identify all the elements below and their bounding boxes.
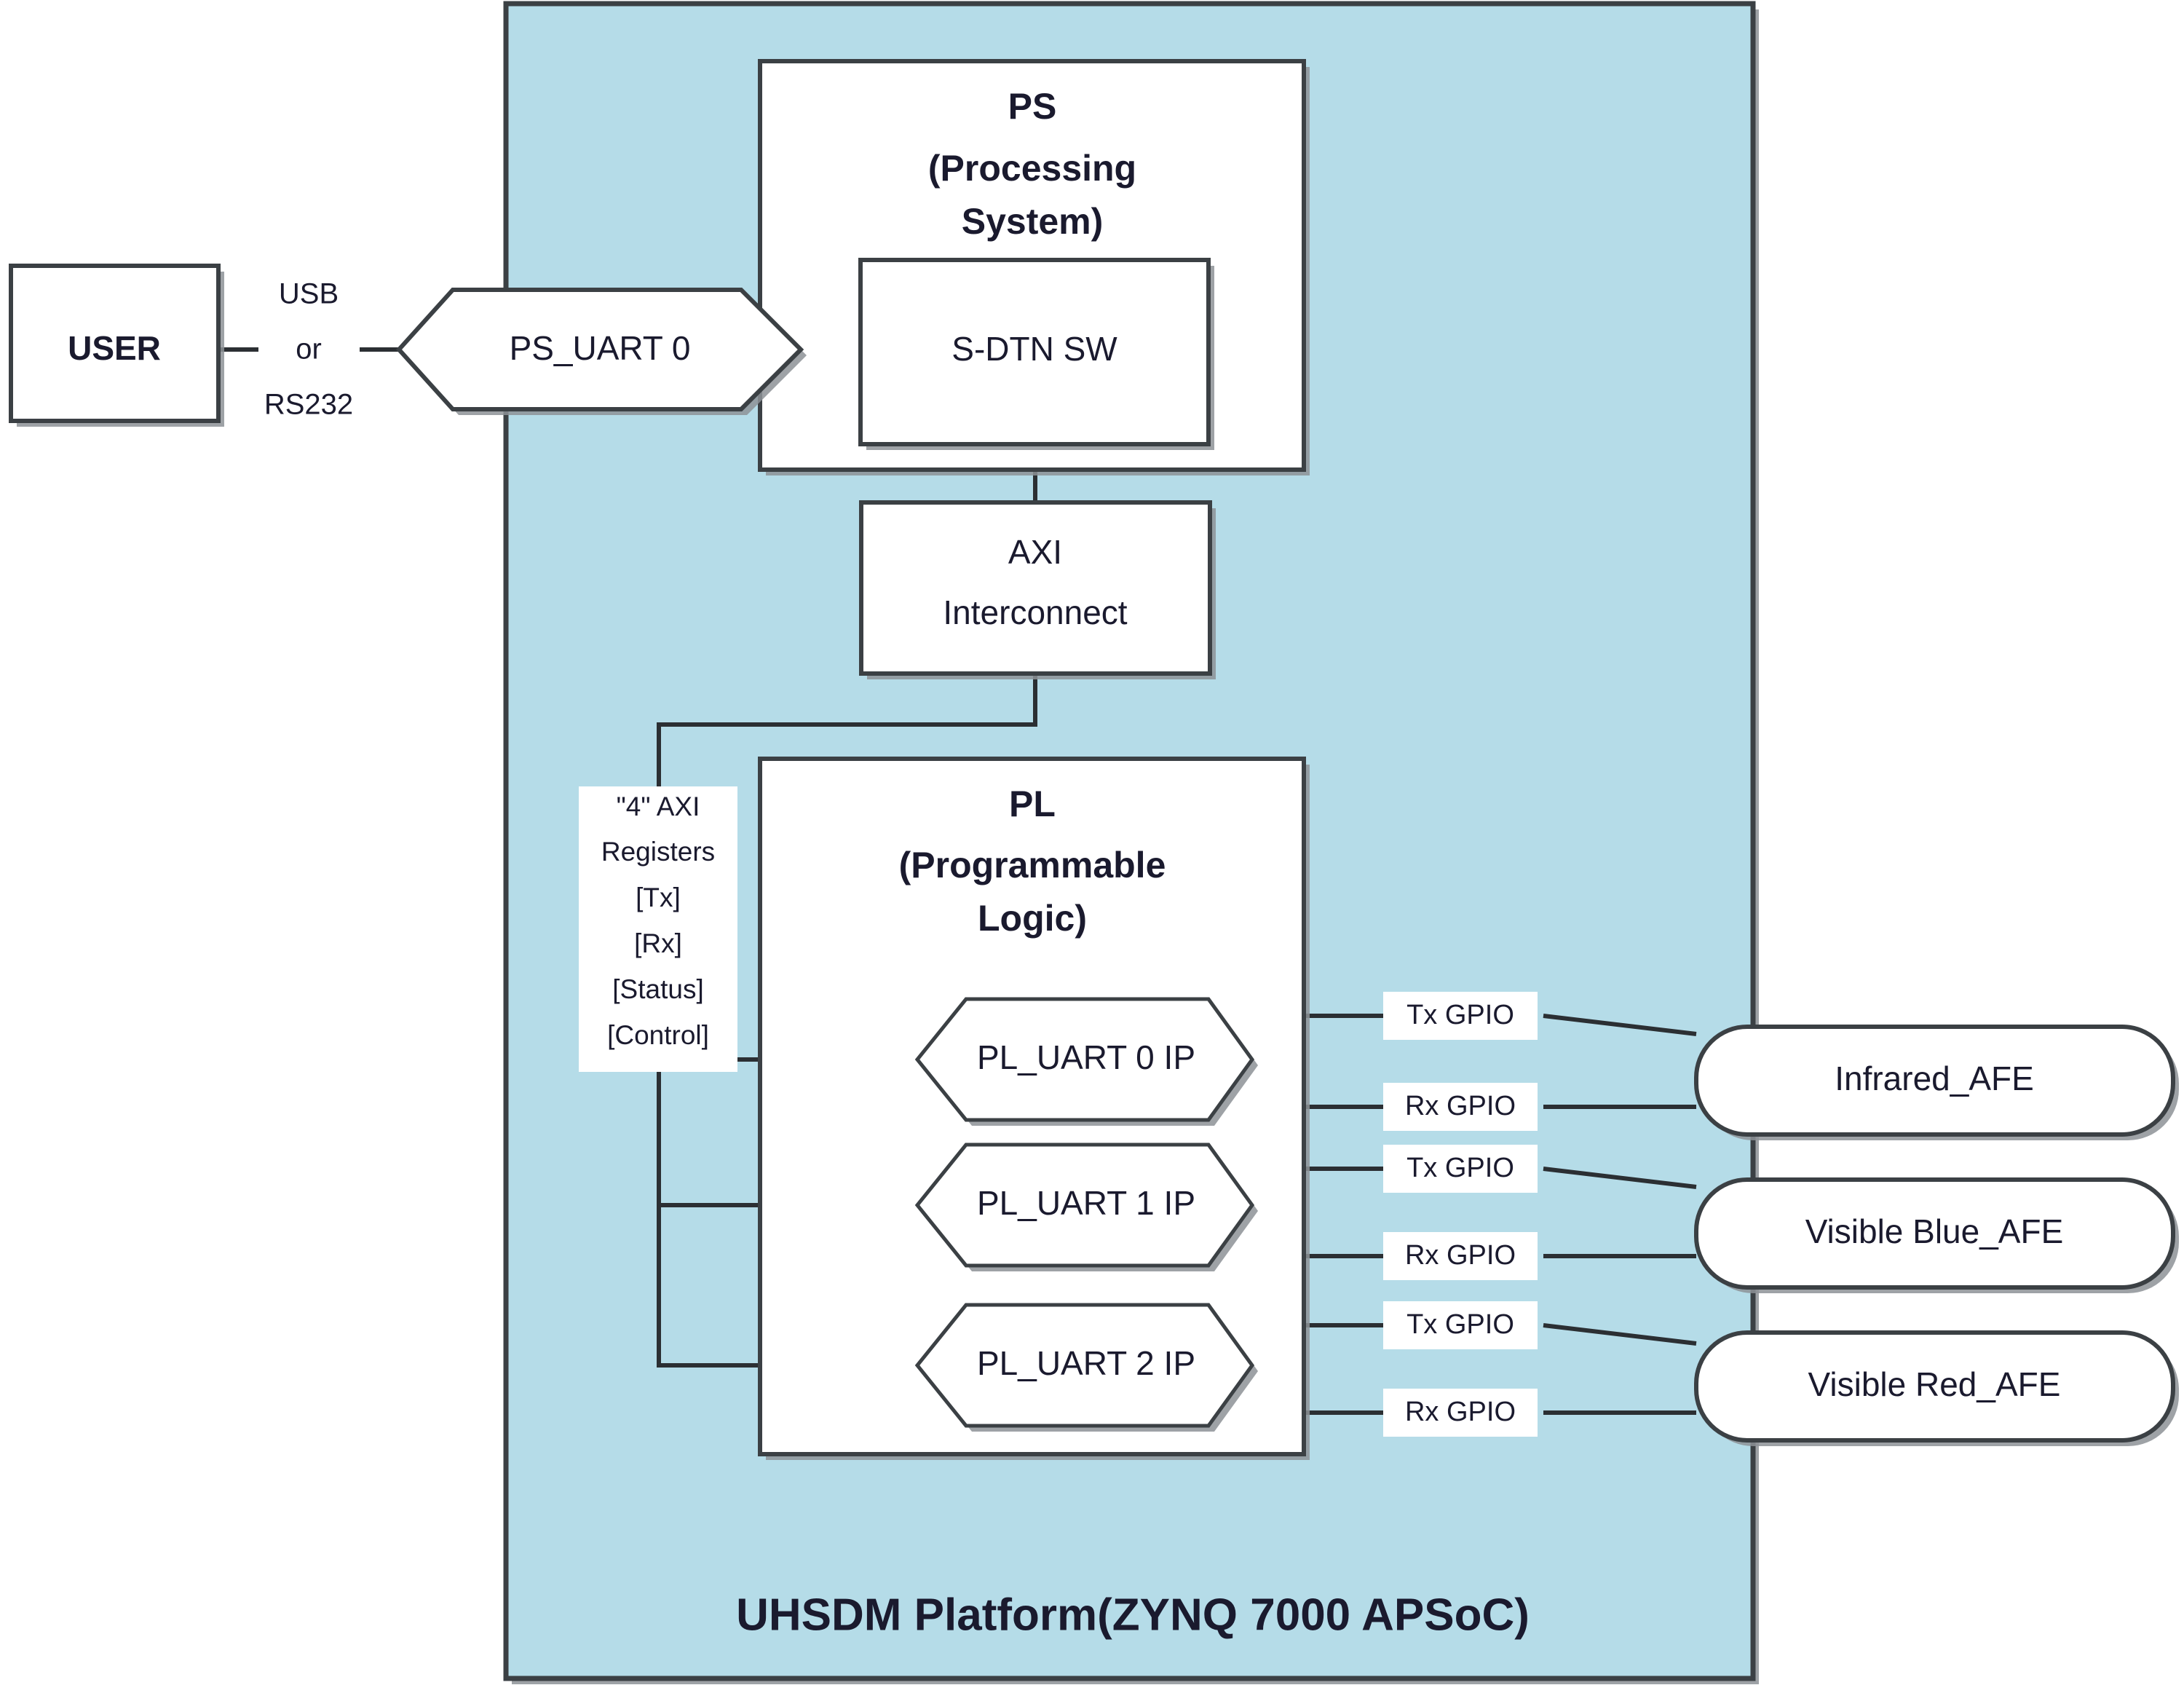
gpio-label-1-text: Rx GPIO [1405, 1091, 1516, 1121]
wire-tx2-to-red [1543, 1323, 1697, 1346]
gpio-label-4-bg [1383, 1301, 1538, 1349]
pl-uart-1-hex [914, 1143, 1255, 1268]
user-block[interactable]: USER [9, 264, 224, 427]
connection-label-line3: RS232 [264, 389, 353, 421]
gpio-label-3: Rx GPIO [1383, 1232, 1538, 1280]
gpio-label-0: Tx GPIO [1383, 992, 1538, 1040]
axi-registers-line5: [Status] [612, 974, 703, 1004]
afe-infrared-rect [1694, 1025, 2175, 1137]
afe-visible-red-rect [1694, 1330, 2175, 1443]
ps-block-line2: (Processing [928, 148, 1136, 189]
ps-uart-0-hex [395, 288, 804, 411]
gpio-label-3-bg [1383, 1232, 1538, 1280]
gpio-label-2: Tx GPIO [1383, 1145, 1538, 1193]
gpio-label-4: Tx GPIO [1383, 1301, 1538, 1349]
afe-infrared-block[interactable]: Infrared_AFE [1694, 1025, 2179, 1140]
afe-visible-red-label: Visible Red_AFE [1808, 1365, 2061, 1403]
gpio-label-2-text: Tx GPIO [1406, 1153, 1514, 1183]
pl-uart-0-block[interactable]: PL_UART 0 IP [914, 997, 1258, 1126]
gpio-label-5: Rx GPIO [1383, 1389, 1538, 1437]
wire-axi-to-registers [657, 674, 1037, 790]
axi-registers-line6: [Control] [607, 1020, 709, 1050]
gpio-label-0-bg [1383, 992, 1538, 1040]
user-block-rect [9, 264, 221, 423]
axi-registers-line1: "4" AXI [617, 792, 700, 821]
axi-registers-line4: [Rx] [634, 928, 682, 958]
axi-interconnect-block[interactable]: AXI Interconnect [859, 500, 1216, 679]
axi-registers-label-bg [579, 786, 737, 1072]
sdtn-sw-label: S-DTN SW [951, 330, 1117, 368]
gpio-label-5-text: Rx GPIO [1405, 1397, 1516, 1427]
axi-registers-line2: Registers [601, 837, 715, 867]
axi-interconnect-rect [859, 500, 1212, 676]
connection-label: USB or RS232 [264, 278, 353, 421]
pl-block-line3: Logic) [978, 898, 1087, 939]
gpio-label-4-text: Tx GPIO [1406, 1309, 1514, 1340]
pl-uart-2-hex [914, 1303, 1255, 1428]
pl-uart-2-block[interactable]: PL_UART 2 IP [914, 1303, 1258, 1432]
axi-interconnect-line2: Interconnect [943, 593, 1127, 631]
afe-visible-blue-label: Visible Blue_AFE [1805, 1212, 2064, 1250]
platform-title: UHSDM Platform(ZYNQ 7000 APSoC) [736, 1590, 1530, 1640]
afe-infrared-label: Infrared_AFE [1835, 1059, 2034, 1097]
axi-interconnect-line1: AXI [1008, 533, 1062, 571]
ps-uart-0-label: PS_UART 0 [510, 329, 691, 367]
ps-block-line3: System) [962, 201, 1104, 242]
pl-uart-0-hex [914, 997, 1255, 1122]
ps-uart-0-block[interactable]: PS_UART 0 [395, 288, 807, 415]
axi-registers-line3: [Tx] [636, 883, 681, 912]
pl-uart-0-label: PL_UART 0 IP [977, 1038, 1195, 1076]
pl-uart-2-label: PL_UART 2 IP [977, 1344, 1195, 1382]
gpio-label-5-bg [1383, 1389, 1538, 1437]
sdtn-sw-block[interactable]: S-DTN SW [858, 258, 1214, 450]
wire-tx0-to-infrared [1543, 1014, 1697, 1036]
wire-tx1-to-blue [1543, 1167, 1697, 1189]
afe-visible-blue-block[interactable]: Visible Blue_AFE [1694, 1177, 2179, 1293]
user-block-label: USER [68, 329, 161, 367]
pl-uart-1-label: PL_UART 1 IP [977, 1184, 1195, 1222]
connection-label-line2: or [296, 334, 322, 366]
pl-block-line1: PL [1009, 784, 1056, 824]
ps-block-line1: PS [1008, 86, 1057, 127]
gpio-label-3-text: Rx GPIO [1405, 1240, 1516, 1271]
connection-label-line1: USB [279, 278, 339, 310]
afe-visible-blue-rect [1694, 1177, 2175, 1290]
gpio-label-1: Rx GPIO [1383, 1083, 1538, 1131]
sdtn-sw-rect [858, 258, 1211, 446]
gpio-label-0-text: Tx GPIO [1406, 1000, 1514, 1030]
gpio-label-1-bg [1383, 1083, 1538, 1131]
gpio-label-2-bg [1383, 1145, 1538, 1193]
pl-uart-1-block[interactable]: PL_UART 1 IP [914, 1143, 1258, 1271]
axi-registers-label: "4" AXI Registers [Tx] [Rx] [Status] [Co… [579, 786, 737, 1072]
afe-visible-red-block[interactable]: Visible Red_AFE [1694, 1330, 2179, 1446]
pl-block-line2: (Programmable [899, 845, 1166, 885]
